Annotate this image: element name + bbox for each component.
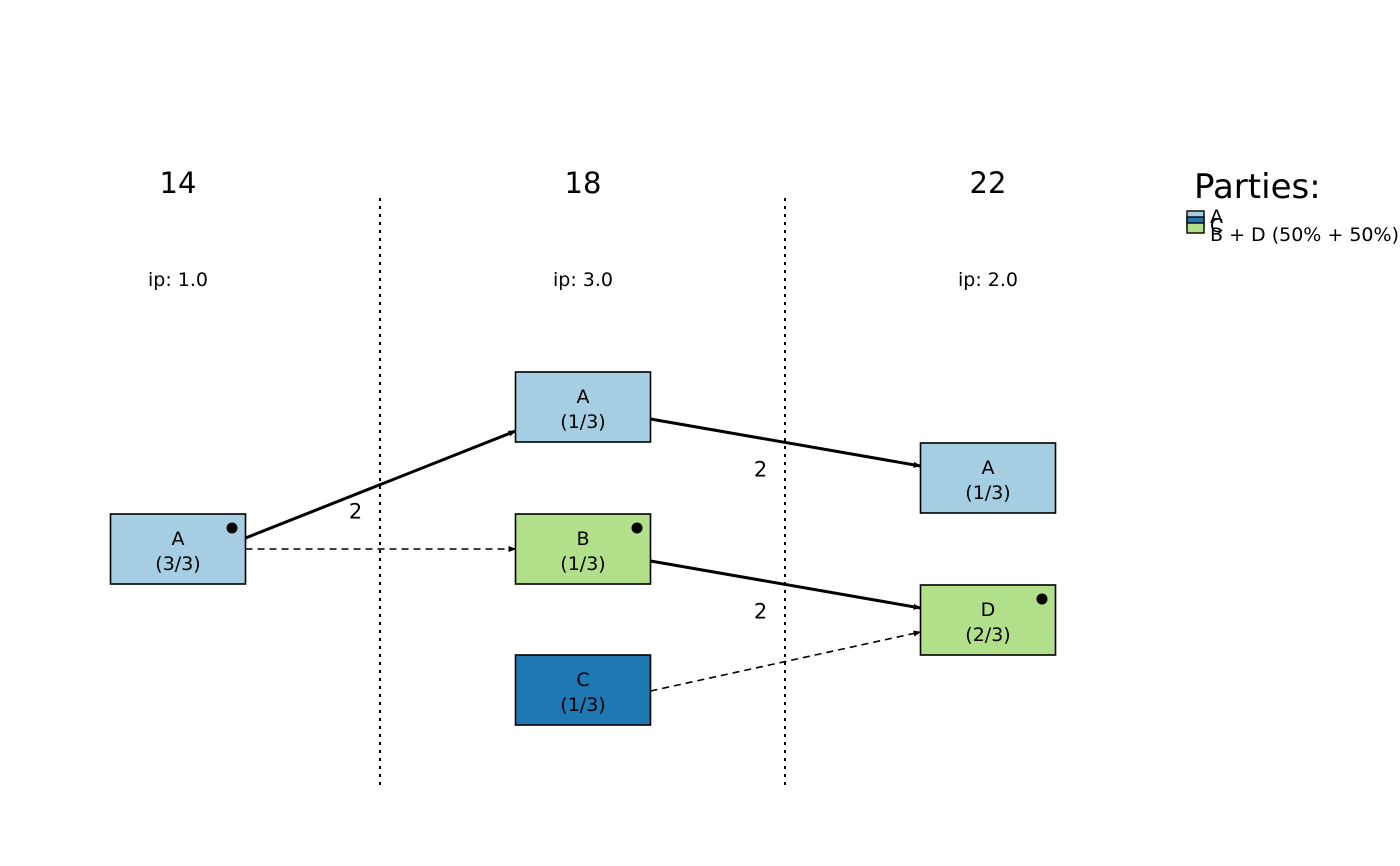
node-label: C (576, 669, 589, 691)
node-share: (1/3) (965, 482, 1010, 504)
formateur-marker (631, 522, 643, 534)
column-headers: 14 18 22 ip: 1.0 ip: 3.0 ip: 2.0 (148, 166, 1018, 291)
node-label: A (982, 457, 995, 479)
column-title: 18 (565, 166, 602, 200)
node-b: B (1/3) (514, 513, 652, 585)
legend-title: Parties: (1194, 167, 1321, 207)
solid-edge (244, 429, 517, 540)
formateur-marker (226, 522, 238, 534)
node-label: A (172, 528, 185, 550)
edge-label: 2 (349, 500, 362, 524)
solid-edge (650, 417, 922, 468)
node-a: A (3/3) (109, 513, 247, 585)
node-box (919, 584, 1057, 656)
solid-edge (650, 559, 922, 610)
legend-label: B + D (50% + 50%) (1210, 224, 1399, 246)
node-label: A (577, 386, 590, 408)
column-title: 14 (160, 166, 197, 200)
ip-label: ip: 1.0 (148, 269, 208, 291)
dashed-edge (650, 630, 922, 692)
legend-swatch (1186, 222, 1205, 234)
legend-label: A (1210, 206, 1223, 228)
edge-label: 2 (754, 600, 767, 624)
node-box (109, 513, 247, 585)
node-share: (3/3) (155, 553, 200, 575)
node-share: (1/3) (560, 553, 605, 575)
edges-layer: 2 2 2 (244, 417, 922, 692)
node-box (514, 513, 652, 585)
node-share: (1/3) (560, 411, 605, 433)
legend: Parties: ACB + D (50% + 50%) (1186, 167, 1399, 246)
legend-label: C (1210, 215, 1223, 237)
node-box (919, 442, 1057, 514)
node-box (514, 371, 652, 443)
ip-label: ip: 2.0 (958, 269, 1018, 291)
node-d: D (2/3) (919, 584, 1057, 656)
formateur-marker (1036, 593, 1048, 605)
node-share: (1/3) (560, 694, 605, 716)
nodes-layer: A (3/3) A (1/3) B (1/3) C (1/3) A (1/3) D (2/3) (109, 371, 1057, 726)
node-label: D (981, 599, 996, 621)
node-a: A (1/3) (514, 371, 652, 443)
node-a: A (1/3) (919, 442, 1057, 514)
node-share: (2/3) (965, 624, 1010, 646)
node-label: B (576, 528, 589, 550)
column-separators (379, 198, 786, 787)
column-title: 22 (970, 166, 1007, 200)
legend-items: ACB + D (50% + 50%) (1186, 206, 1399, 246)
node-box (514, 654, 652, 726)
node-c: C (1/3) (514, 654, 652, 726)
edge-label: 2 (754, 458, 767, 482)
ip-label: ip: 3.0 (553, 269, 613, 291)
